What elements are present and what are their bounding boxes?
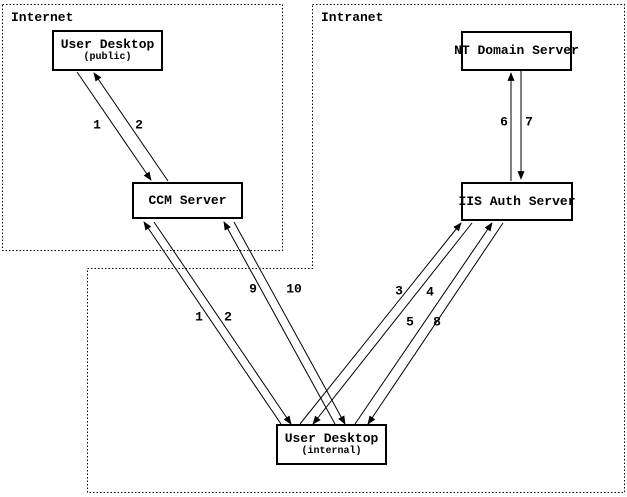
internet-zone-border [2, 4, 283, 251]
edge-label-7: 7 [525, 114, 533, 130]
edge-label-6: 6 [500, 114, 508, 130]
edge-label-2-internal: 2 [224, 309, 232, 325]
edge-2-ccm-to-internal-desktop [153, 221, 292, 425]
edge-8-iis-to-internal-desktop [367, 222, 504, 425]
edge-label-3: 3 [395, 283, 403, 299]
edge-4-iis-to-internal-desktop [312, 222, 473, 425]
node-user-desktop-internal: User Desktop (internal) [276, 424, 387, 465]
node-title: NT Domain Server [454, 43, 579, 58]
node-nt-domain-server: NT Domain Server [454, 31, 579, 71]
edge-10-ccm-to-internal-desktop [233, 221, 346, 425]
edge-9-internal-desktop-to-ccm [223, 221, 336, 425]
intranet-zone-label: Intranet [321, 10, 384, 25]
node-subtitle: (public) [83, 52, 132, 63]
node-ccm-server: CCM Server [132, 182, 243, 219]
edge-3-internal-desktop-to-iis [299, 222, 462, 425]
internet-zone-label: Internet [11, 10, 74, 25]
edge-label-1-public: 1 [93, 117, 101, 133]
node-title: User Desktop [60, 37, 155, 52]
node-iis-auth-server: IIS Auth Server [458, 182, 576, 221]
node-title: CCM Server [148, 192, 227, 208]
edge-label-9: 9 [249, 281, 257, 297]
edge-1-public-desktop-to-ccm [76, 71, 152, 181]
edge-1-internal-desktop-to-ccm [143, 221, 282, 425]
node-title: User Desktop [284, 431, 379, 446]
edge-label-2-public: 2 [135, 117, 143, 133]
edge-2-ccm-to-public-desktop [93, 72, 169, 182]
edge-label-10: 10 [286, 281, 302, 297]
edge-label-4: 4 [426, 284, 434, 300]
node-subtitle: (internal) [301, 446, 362, 457]
edge-label-8: 8 [433, 314, 441, 330]
edge-label-1-internal: 1 [195, 309, 203, 325]
edge-label-5: 5 [406, 314, 414, 330]
node-title: IIS Auth Server [458, 193, 576, 209]
intranet-zone-border [87, 4, 625, 493]
node-user-desktop-public: User Desktop (public) [52, 30, 163, 71]
edge-5-internal-desktop-to-iis [354, 222, 493, 425]
